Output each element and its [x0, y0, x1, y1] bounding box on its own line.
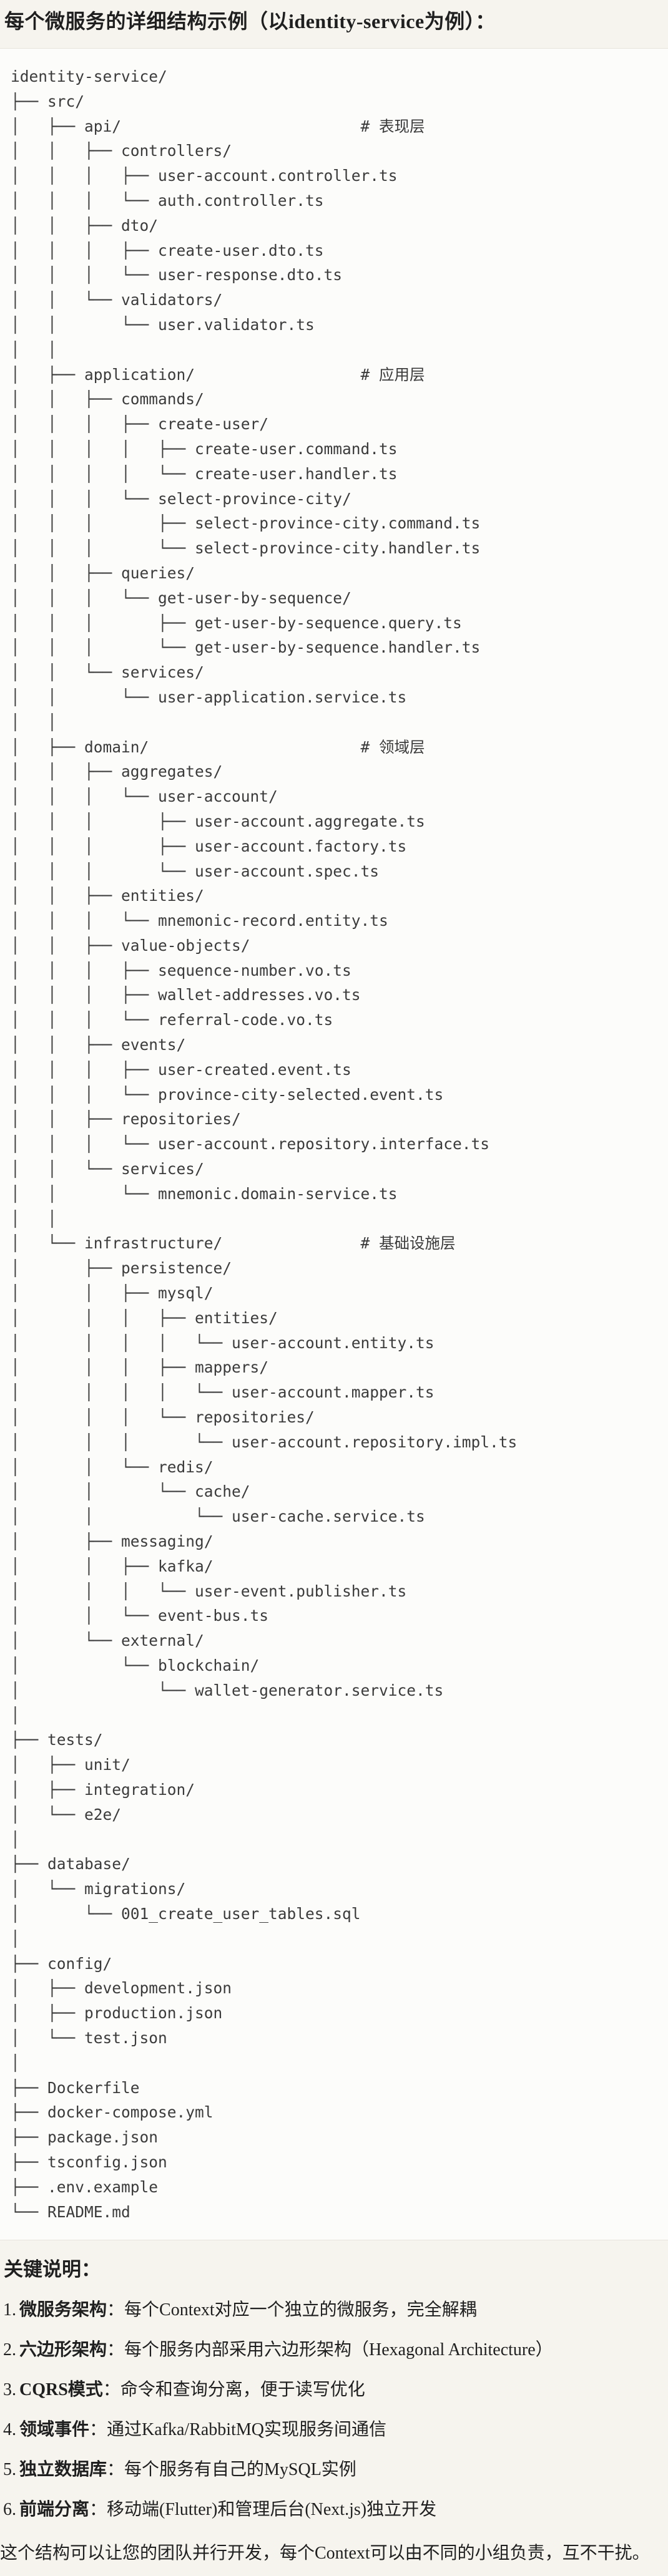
note-item: 3.CQRS模式：命令和查询分离，便于读写优化 [0, 2378, 668, 2403]
note-number: 3. [3, 2380, 16, 2400]
note-item: 1.微服务架构：每个Context对应一个独立的微服务，完全解耦 [0, 2298, 668, 2323]
note-number: 2. [3, 2340, 16, 2360]
note-term: 领域事件 [19, 2420, 90, 2440]
note-number: 1. [3, 2300, 16, 2320]
note-desc: ：通过Kafka/RabbitMQ实现服务间通信 [89, 2420, 386, 2440]
note-number: 6. [3, 2500, 16, 2520]
file-tree: identity-service/ ├── src/ │ ├── api/ # … [0, 48, 668, 2241]
note-item: 6.前端分离：移动端(Flutter)和管理后台(Next.js)独立开发 [0, 2497, 668, 2522]
tree-code: identity-service/ ├── src/ │ ├── api/ # … [11, 67, 518, 2221]
page-title: 每个微服务的详细结构示例（以identity-service为例）： [4, 10, 496, 32]
note-desc: ：每个Context对应一个独立的微服务，完全解耦 [107, 2300, 477, 2320]
notes-section: 关键说明： 1.微服务架构：每个Context对应一个独立的微服务，完全解耦 2.… [0, 2257, 668, 2566]
note-term: 独立数据库 [19, 2460, 107, 2480]
note-item: 2.六边形架构：每个服务内部采用六边形架构（Hexagonal Architec… [0, 2338, 668, 2363]
note-desc: ：移动端(Flutter)和管理后台(Next.js)独立开发 [89, 2500, 437, 2520]
notes-heading: 关键说明： [4, 2258, 101, 2281]
note-term: 微服务架构 [19, 2300, 107, 2320]
closing-paragraph: 这个结构可以让您的团队并行开发，每个Context可以由不同的小组负责，互不干扰… [0, 2544, 650, 2564]
document: 每个微服务的详细结构示例（以identity-service为例）： ident… [0, 7, 668, 2576]
note-desc: ：每个服务内部采用六边形架构（Hexagonal Architecture） [107, 2340, 553, 2360]
note-desc: ：每个服务有自己的MySQL实例 [107, 2460, 356, 2480]
note-desc: ：命令和查询分离，便于读写优化 [102, 2380, 365, 2400]
note-term: 六边形架构 [19, 2340, 107, 2360]
note-item: 4.领域事件：通过Kafka/RabbitMQ实现服务间通信 [0, 2418, 668, 2442]
note-term: 前端分离 [19, 2500, 90, 2520]
note-item: 5.独立数据库：每个服务有自己的MySQL实例 [0, 2457, 668, 2482]
note-number: 5. [3, 2460, 16, 2480]
note-number: 4. [3, 2420, 16, 2440]
note-term: CQRS模式 [19, 2380, 103, 2400]
